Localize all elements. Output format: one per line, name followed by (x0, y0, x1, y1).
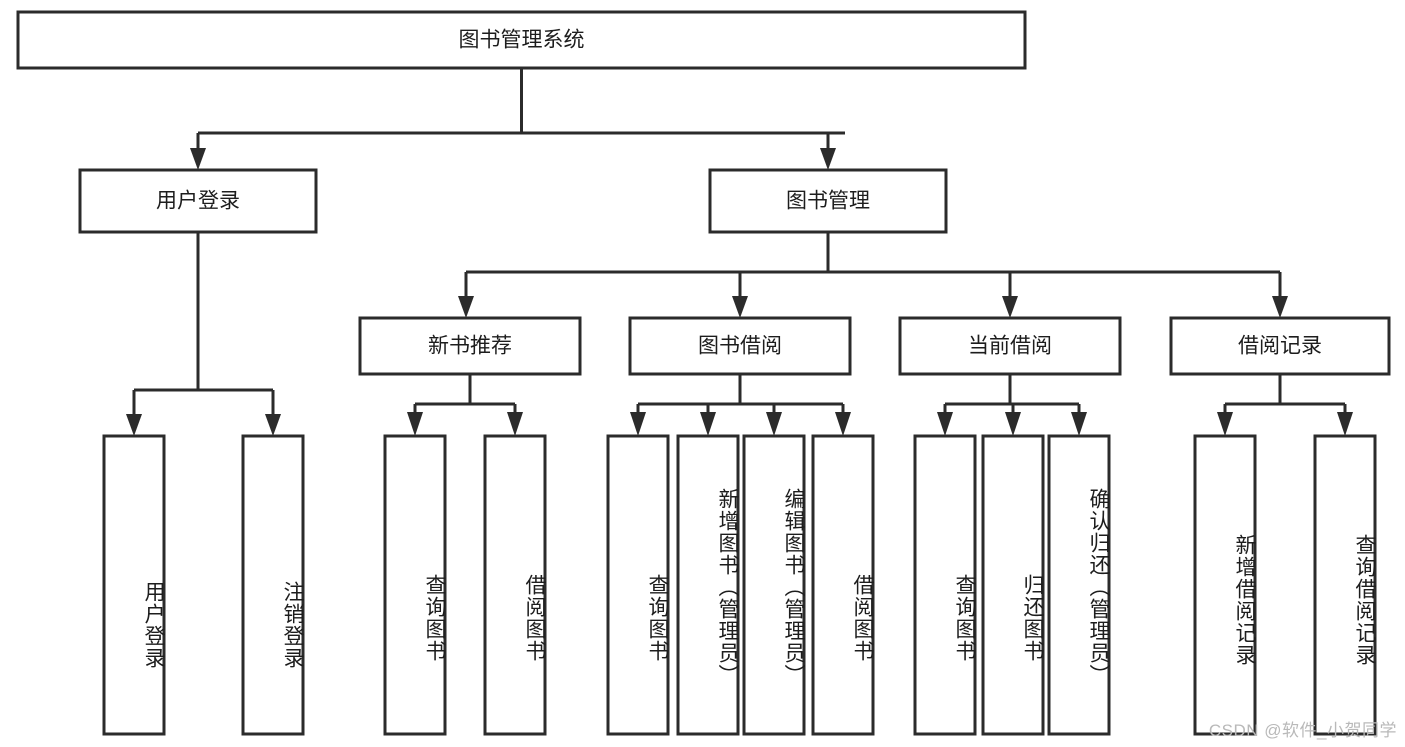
node-borrow-record-box[interactable] (1169, 316, 1391, 376)
node-book-borrow-label: 图书借阅 (698, 335, 782, 358)
connector-group-root (190, 68, 845, 170)
node-book-management-label: 图书管理 (786, 190, 870, 213)
leaf-box-confirm-return[interactable] (1047, 434, 1111, 736)
leaf-box-borrow-book-1[interactable] (483, 434, 547, 736)
connector-group-new-book-recommend (407, 374, 523, 436)
node-current-borrow-label: 当前借阅 (968, 335, 1052, 358)
connector-group-book-management (458, 232, 1288, 318)
leaf-box-user-login[interactable] (102, 434, 166, 736)
leaf-box-query-book-3[interactable] (913, 434, 977, 736)
node-root[interactable]: 图书管理系统 (16, 10, 1027, 70)
arrowhead-user-login (190, 148, 206, 170)
arrowhead-leaf-query-record (1337, 412, 1353, 436)
connector-group-current-borrow (937, 374, 1087, 436)
node-book-management-box[interactable] (708, 168, 948, 234)
arrowhead-leaf-add-record (1217, 412, 1233, 436)
leaf-box-add-record[interactable] (1193, 434, 1257, 736)
arrowhead-leaf-query-book-2 (630, 412, 646, 436)
arrowhead-leaf-query-book-3 (937, 412, 953, 436)
node-new-book-recommend[interactable]: 新书推荐 (358, 316, 582, 376)
arrowhead-leaf-user-login (126, 414, 142, 436)
node-root-box[interactable] (16, 10, 1027, 70)
arrowhead-leaf-query-book-1 (407, 412, 423, 436)
node-new-book-recommend-label: 新书推荐 (428, 335, 512, 358)
leaf-box-query-book-1[interactable] (383, 434, 447, 736)
arrowhead-borrow-record (1272, 296, 1288, 318)
connector-group-user-login (126, 232, 281, 436)
arrowhead-book-management (820, 148, 836, 170)
leaf-box-logout[interactable] (241, 434, 305, 736)
arrowhead-leaf-add-book (700, 412, 716, 436)
arrowhead-leaf-edit-book (766, 412, 782, 436)
node-current-borrow[interactable]: 当前借阅 (898, 316, 1122, 376)
node-book-borrow[interactable]: 图书借阅 (628, 316, 852, 376)
leaf-box-query-record[interactable] (1313, 434, 1377, 736)
node-borrow-record[interactable]: 借阅记录 (1169, 316, 1391, 376)
arrowhead-leaf-return-book (1005, 412, 1021, 436)
leaf-boxes (102, 434, 1377, 736)
csdn-watermark: CSDN @软件_小贺同学 (1208, 721, 1397, 740)
arrowhead-current-borrow (1002, 296, 1018, 318)
node-current-borrow-box[interactable] (898, 316, 1122, 376)
leaf-box-borrow-book-2[interactable] (811, 434, 875, 736)
node-book-borrow-box[interactable] (628, 316, 852, 376)
leaf-box-add-book[interactable] (676, 434, 740, 736)
node-user-login-label: 用户登录 (156, 190, 240, 213)
arrowhead-leaf-confirm-return (1071, 412, 1087, 436)
node-user-login-box[interactable] (78, 168, 318, 234)
leaf-box-edit-book[interactable] (742, 434, 806, 736)
node-root-label: 图书管理系统 (459, 29, 585, 52)
leaf-box-return-book[interactable] (981, 434, 1045, 736)
arrowhead-leaf-borrow-book-2 (835, 412, 851, 436)
arrowhead-book-borrow (732, 296, 748, 318)
arrowhead-leaf-borrow-book-1 (507, 412, 523, 436)
arrowhead-leaf-logout (265, 414, 281, 436)
node-new-book-recommend-box[interactable] (358, 316, 582, 376)
connector-group-borrow-record (1217, 374, 1353, 436)
leaf-box-query-book-2[interactable] (606, 434, 670, 736)
node-book-management[interactable]: 图书管理 (708, 168, 948, 234)
node-user-login[interactable]: 用户登录 (78, 168, 318, 234)
connector-group-book-borrow (630, 374, 851, 436)
node-borrow-record-label: 借阅记录 (1238, 335, 1322, 358)
arrowhead-new-book-recommend (458, 296, 474, 318)
